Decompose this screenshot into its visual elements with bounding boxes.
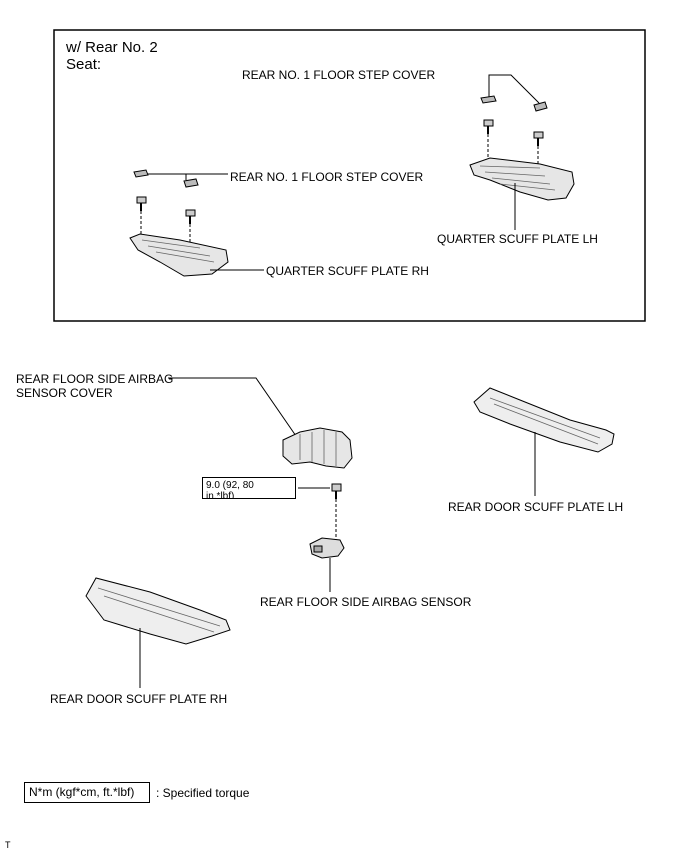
inset-title: w/ Rear No. 2 Seat: — [66, 39, 158, 73]
bolt-icon — [533, 131, 544, 146]
bolt-icon — [185, 209, 196, 224]
bolt-icon — [136, 196, 147, 211]
label-quarter-scuff-lh: QUARTER SCUFF PLATE LH — [437, 232, 598, 246]
inset-frame — [53, 29, 646, 322]
label-airbag-sensor-cover: REAR FLOOR SIDE AIRBAG SENSOR COVER — [16, 372, 174, 400]
bolt-icon — [331, 483, 342, 499]
floor-step-cover-lh-left-clip — [480, 95, 497, 104]
legend-torque-box: N*m (kgf*cm, ft.*lbf) — [24, 782, 150, 803]
bolt-icon — [483, 119, 494, 134]
legend-torque-units: N*m (kgf*cm, ft.*lbf) — [29, 785, 135, 799]
leader-floor-step-cover-left — [148, 173, 187, 180]
quarter-scuff-plate-lh-part — [469, 157, 575, 201]
floor-step-cover-rh-left-clip — [133, 169, 149, 178]
floor-step-cover-rh-right-clip — [183, 178, 199, 188]
leader-floor-step-cover-top — [488, 74, 540, 104]
label-door-scuff-rh: REAR DOOR SCUFF PLATE RH — [50, 692, 228, 706]
torque-callout: 9.0 (92, 80 in.*lbf) — [202, 477, 296, 499]
leader-airbag-sensor-cover — [168, 377, 297, 437]
airbag-sensor-part — [309, 537, 345, 559]
floor-step-cover-lh-right-clip — [533, 101, 548, 112]
rear-door-scuff-plate-lh-part — [473, 387, 615, 453]
label-quarter-scuff-rh: QUARTER SCUFF PLATE RH — [266, 264, 429, 278]
label-floor-step-cover-top: REAR NO. 1 FLOOR STEP COVER — [242, 68, 436, 82]
quarter-scuff-plate-rh-part — [129, 233, 229, 277]
label-floor-step-cover-left: REAR NO. 1 FLOOR STEP COVER — [230, 170, 424, 184]
label-airbag-sensor: REAR FLOOR SIDE AIRBAG SENSOR — [260, 595, 472, 609]
airbag-sensor-cover-part — [282, 427, 353, 469]
rear-door-scuff-plate-rh-part — [85, 577, 231, 645]
corner-mark: T — [5, 840, 11, 850]
torque-value: 9.0 (92, 80 in.*lbf) — [206, 480, 254, 499]
label-door-scuff-lh: REAR DOOR SCUFF PLATE LH — [448, 500, 624, 514]
legend-torque-text: : Specified torque — [156, 786, 250, 800]
